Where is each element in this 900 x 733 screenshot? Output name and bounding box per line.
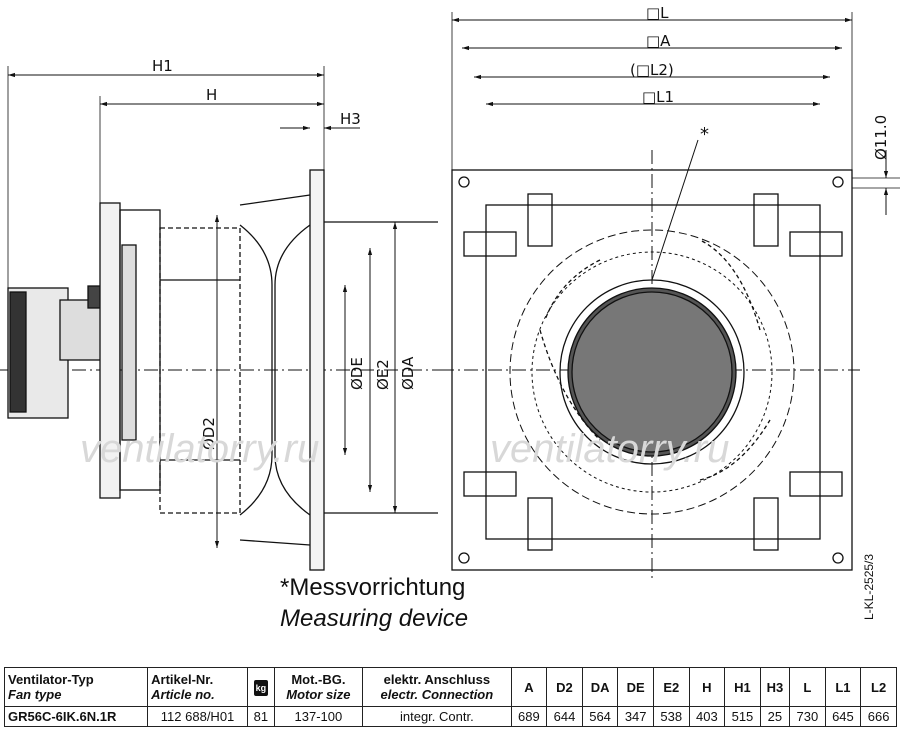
header-col: DA bbox=[581, 667, 619, 707]
header-col: A bbox=[510, 667, 548, 707]
cell-fan-type: GR56C-6IK.6N.1R bbox=[3, 706, 149, 727]
front-view bbox=[440, 12, 900, 580]
table-row: GR56C-6IK.6N.1R 112 688/H01 81 137-100 i… bbox=[3, 706, 897, 727]
header-col: D2 bbox=[546, 667, 583, 707]
header-fan-type: Ventilator-Typ Fan type bbox=[3, 667, 149, 707]
dim-a: □A bbox=[646, 32, 671, 50]
caption-english: Measuring device bbox=[280, 605, 469, 632]
side-view bbox=[0, 66, 440, 571]
header-connection: elektr. Anschluss electr. Connection bbox=[362, 667, 512, 707]
measuring-marker: * bbox=[700, 124, 709, 145]
cell-value: 347 bbox=[617, 706, 654, 727]
header-col: L bbox=[789, 667, 826, 707]
cell-weight: 81 bbox=[246, 706, 275, 727]
header-col: L2 bbox=[860, 667, 897, 707]
dim-l: □L bbox=[646, 4, 669, 22]
dim-l1: □L1 bbox=[642, 88, 674, 106]
front-view-labels: □L □A (□L2) □L1 Ø11.0 * bbox=[630, 4, 890, 160]
dim-h1: H1 bbox=[152, 57, 173, 75]
dim-l2: (□L2) bbox=[630, 61, 674, 79]
cell-article: 112 688/H01 bbox=[147, 706, 248, 727]
spec-table: Ventilator-Typ Fan type Artikel-Nr. Arti… bbox=[3, 667, 897, 727]
cell-value: 689 bbox=[510, 706, 548, 727]
dim-h3: H3 bbox=[340, 110, 361, 128]
cell-value: 403 bbox=[688, 706, 726, 727]
drawing-number: L-KL-2525/3 bbox=[862, 553, 876, 620]
header-col: DE bbox=[617, 667, 654, 707]
spec-header-row: Ventilator-Typ Fan type Artikel-Nr. Arti… bbox=[3, 667, 897, 707]
dim-d2: ØD2 bbox=[200, 417, 218, 450]
header-col: H1 bbox=[724, 667, 761, 707]
cell-value: 25 bbox=[759, 706, 791, 727]
header-col: E2 bbox=[652, 667, 690, 707]
cell-value: 538 bbox=[652, 706, 690, 727]
cell-value: 515 bbox=[724, 706, 761, 727]
dim-da: ØDA bbox=[399, 356, 417, 390]
dim-e2: ØE2 bbox=[374, 359, 392, 390]
cell-value: 666 bbox=[860, 706, 897, 727]
dim-hole: Ø11.0 bbox=[872, 115, 890, 160]
dim-h: H bbox=[206, 86, 217, 104]
watermark-left: ventilatorry.ru bbox=[80, 427, 319, 471]
cell-value: 730 bbox=[789, 706, 826, 727]
header-col: H bbox=[688, 667, 726, 707]
header-article: Artikel-Nr. Article no. bbox=[147, 667, 248, 707]
cell-value: 644 bbox=[546, 706, 583, 727]
cell-connection: integr. Contr. bbox=[362, 706, 512, 727]
header-col: L1 bbox=[824, 667, 862, 707]
cell-value: 564 bbox=[581, 706, 619, 727]
cell-motor: 137-100 bbox=[273, 706, 364, 727]
header-motor: Mot.-BG. Motor size bbox=[273, 667, 364, 707]
weight-icon: kg bbox=[253, 679, 269, 696]
cell-value: 645 bbox=[824, 706, 862, 727]
dim-de: ØDE bbox=[348, 357, 366, 390]
header-col: H3 bbox=[759, 667, 791, 707]
caption-german: *Messvorrichtung bbox=[280, 574, 466, 601]
watermark-right: ventilatorry.ru bbox=[490, 427, 729, 471]
header-weight: kg bbox=[246, 667, 275, 707]
technical-drawing: H1 H H3 ØDE ØE2 ØDA ØD2 bbox=[0, 4, 900, 580]
side-view-labels: H1 H H3 ØDE ØE2 ØDA ØD2 bbox=[152, 57, 417, 450]
